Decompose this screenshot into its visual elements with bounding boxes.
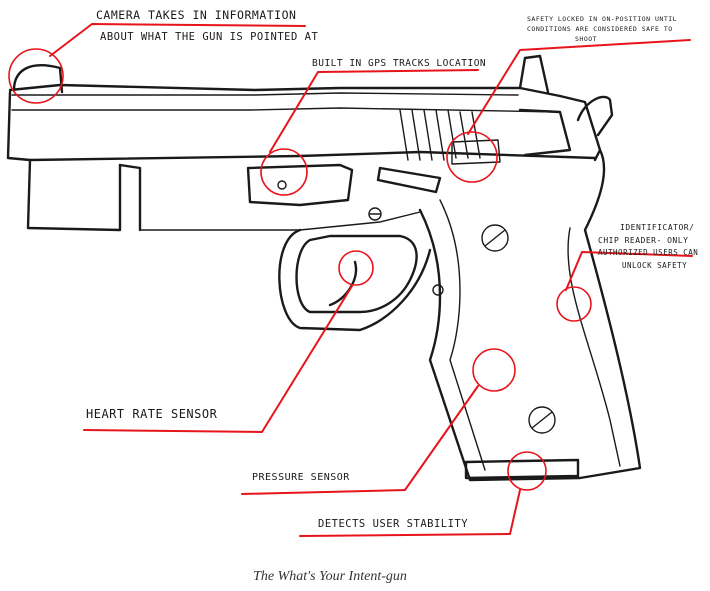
annotation-labels: CAMERA TAKES IN INFORMATION ABOUT WHAT T… [86,8,698,530]
figure-caption: The What's Your Intent-gun [253,569,407,584]
heart-rate-label: HEART RATE SENSOR [86,407,218,421]
id-label-line2: CHIP READER- ONLY [598,236,688,245]
safety-label-line1: SAFETY LOCKED IN ON-POSITION UNTIL [527,15,677,23]
camera-label-line1: CAMERA TAKES IN INFORMATION [96,8,296,22]
stability-label: DETECTS USER STABILITY [318,518,468,530]
safety-label-line2: CONDITIONS ARE CONSIDERED SAFE TO [527,25,673,33]
annotation-leaders [50,24,692,536]
safety-circle [447,132,497,182]
id-label-line3: AUTHORIZED USERS CAN [598,248,698,257]
stability-circle [508,452,546,490]
safety-label-line3: SHOOT [575,35,597,43]
gps-leader [270,70,478,152]
id-label-line4: UNLOCK SAFETY [622,261,687,270]
pressure-label: PRESSURE SENSOR [252,472,350,483]
id-label-line1: IDENTIFICATOR/ [620,223,694,232]
camera-label-line2: ABOUT WHAT THE GUN IS POINTED AT [100,31,318,43]
id-leader [566,252,692,290]
pressure-circle [473,349,515,391]
gps-label: BUILT IN GPS TRACKS LOCATION [312,58,486,69]
annotation-circles [9,49,591,490]
